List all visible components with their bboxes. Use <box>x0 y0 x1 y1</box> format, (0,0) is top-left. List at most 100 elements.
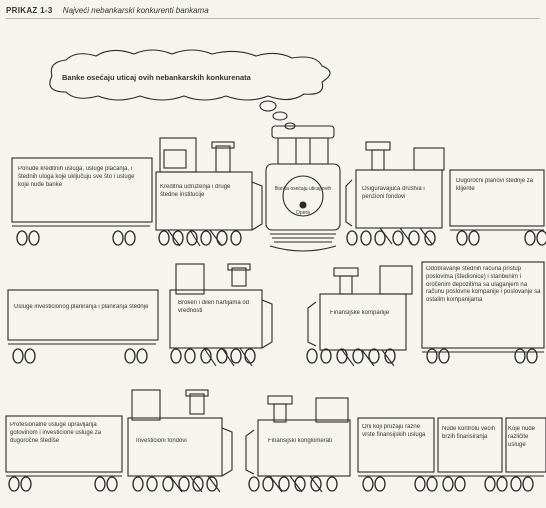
wheel <box>132 476 144 492</box>
loco-chimney <box>267 395 293 405</box>
wheel <box>352 348 364 364</box>
wheel <box>28 230 40 246</box>
loco-chimney <box>231 267 247 287</box>
wheel <box>442 476 454 492</box>
wagon-body <box>357 417 435 473</box>
wheel <box>8 476 20 492</box>
wheel <box>326 476 338 492</box>
wheel <box>454 476 466 492</box>
wheel <box>522 476 534 492</box>
wheel <box>12 348 24 364</box>
wheel <box>230 348 242 364</box>
row2-wagon-left-text: Usluge investicionog planiranja i planir… <box>14 304 149 310</box>
wheel <box>248 476 260 492</box>
wheel <box>146 476 158 492</box>
wheel <box>192 476 204 492</box>
wheel <box>162 476 174 492</box>
row3-wagon-edge-text: Koje nude različite usluge <box>508 426 536 448</box>
loco-boiler <box>169 289 263 349</box>
wheel <box>392 230 404 246</box>
row1-wagon-right-text: Dugoročni planovi štednje za klijente <box>456 178 534 192</box>
loco-chimney <box>189 393 205 415</box>
wagon-body <box>437 417 503 473</box>
wheel <box>184 348 196 364</box>
row3-wagon-small-text: Nude kontrolu većih brzih finansiranja <box>442 426 496 440</box>
wheel <box>360 230 372 246</box>
row3-wagon-mid-text: Oni koji pružaju razne vrste finansijski… <box>362 424 426 438</box>
wheel <box>526 348 538 364</box>
wheel <box>368 348 380 364</box>
wheel <box>20 476 32 492</box>
center-badge-text: Banka osećaju uticaj ovih <box>275 186 332 192</box>
loco-chimney <box>215 145 231 173</box>
wagon-body <box>505 417 546 473</box>
wheel <box>244 348 256 364</box>
wheel <box>216 230 228 246</box>
wheel <box>426 476 438 492</box>
wheel <box>24 348 36 364</box>
wheel <box>112 230 124 246</box>
center-badge-subtext: Opera <box>296 210 310 216</box>
row2-wagon-right-text: Odobravanje štednih računa pristup poslo… <box>426 266 541 304</box>
wheel <box>170 348 182 364</box>
row3-wagon-left-text: Profesionalne usluge upravljanja gotovin… <box>10 422 102 444</box>
row1-loco2-text: Osiguravajuća društva i penzioni fondovi <box>362 186 425 200</box>
wheel <box>94 476 106 492</box>
wheel <box>200 348 212 364</box>
center-engine-top <box>271 125 335 139</box>
wheel <box>206 476 218 492</box>
wheel <box>414 476 426 492</box>
wheel <box>230 230 242 246</box>
wheel <box>336 348 348 364</box>
wagon-body <box>11 157 153 223</box>
center-engine-cab <box>277 137 329 165</box>
wheel <box>262 476 274 492</box>
loco-chimney <box>333 267 359 277</box>
smoke-puff <box>259 100 277 112</box>
wagon-body <box>7 289 159 341</box>
wheel <box>216 348 228 364</box>
loco-cab <box>315 397 349 423</box>
wheel <box>346 230 358 246</box>
wheel <box>514 348 526 364</box>
smoke-puff <box>272 111 288 121</box>
wheel <box>438 348 450 364</box>
center-engine-badge <box>282 175 324 217</box>
wheel <box>456 230 468 246</box>
wheel <box>124 348 136 364</box>
wheel <box>408 230 420 246</box>
loco-boiler <box>127 417 223 477</box>
row1-loco1-text: Kreditna udruženja i druge štedne instit… <box>160 184 231 198</box>
wagon-body <box>5 415 123 473</box>
row3-loco1-text: Investicioni fondovi <box>136 438 187 444</box>
wheel <box>374 230 386 246</box>
loco-cab <box>131 389 161 421</box>
wheel <box>484 476 496 492</box>
wheel <box>278 476 290 492</box>
loco-boiler <box>155 171 253 231</box>
wheel <box>158 230 170 246</box>
loco-boiler <box>355 169 443 229</box>
loco-cab <box>379 265 413 295</box>
loco-cab <box>159 137 197 173</box>
wheel <box>294 476 306 492</box>
center-engine-body <box>265 163 341 231</box>
wheel <box>178 476 190 492</box>
wheel <box>136 348 148 364</box>
figure-header: PRIKAZ 1-3 Najveći nebankarski konkurent… <box>6 6 540 15</box>
wheel-group <box>8 230 546 492</box>
wheel <box>374 476 386 492</box>
cloud-outline <box>49 49 331 101</box>
wheel <box>200 230 212 246</box>
wagon-body <box>449 169 545 227</box>
wheel <box>510 476 522 492</box>
cloud-text: Banke osećaju uticaj ovih nebankarskih k… <box>62 73 251 82</box>
loco-chimney <box>365 141 391 151</box>
wagon-body <box>421 261 545 349</box>
wheel <box>310 476 322 492</box>
wheel <box>306 348 318 364</box>
wheel <box>186 230 198 246</box>
wheel <box>424 230 436 246</box>
wheel <box>106 476 118 492</box>
